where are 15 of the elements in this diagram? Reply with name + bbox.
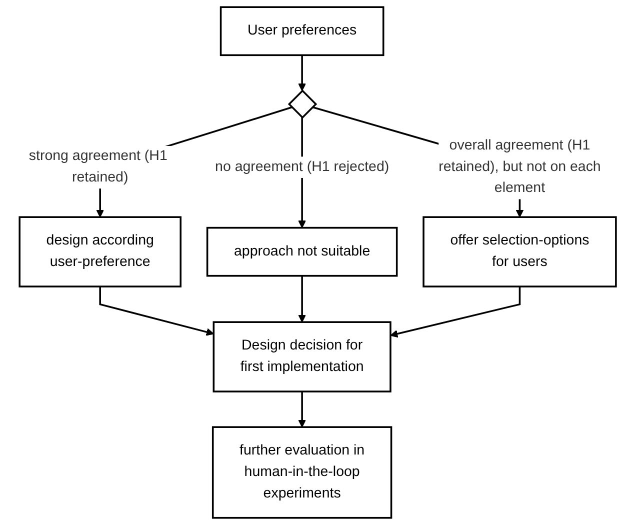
arrow [298,55,306,92]
edge-label: strong agreement (H1 retained) [28,148,168,186]
node-box: approach not suitable [206,226,398,277]
node-box: Design decision for first implementation [212,321,392,392]
arrow [99,286,214,336]
arrow [390,286,521,338]
node-diamond [288,90,318,119]
node-box: further evaluation in human-in-the-loop experiments [212,426,392,519]
node-box: User preferences [220,6,384,56]
node-box: design according user-preference [18,216,182,288]
arrow [298,392,306,428]
arrow [298,276,306,322]
node-box: offer selection-options for users [422,216,617,288]
edge-label: overall agreement (H1 retained), but not on each element [438,138,601,196]
edge-label: no agreement (H1 rejected) [214,159,390,174]
